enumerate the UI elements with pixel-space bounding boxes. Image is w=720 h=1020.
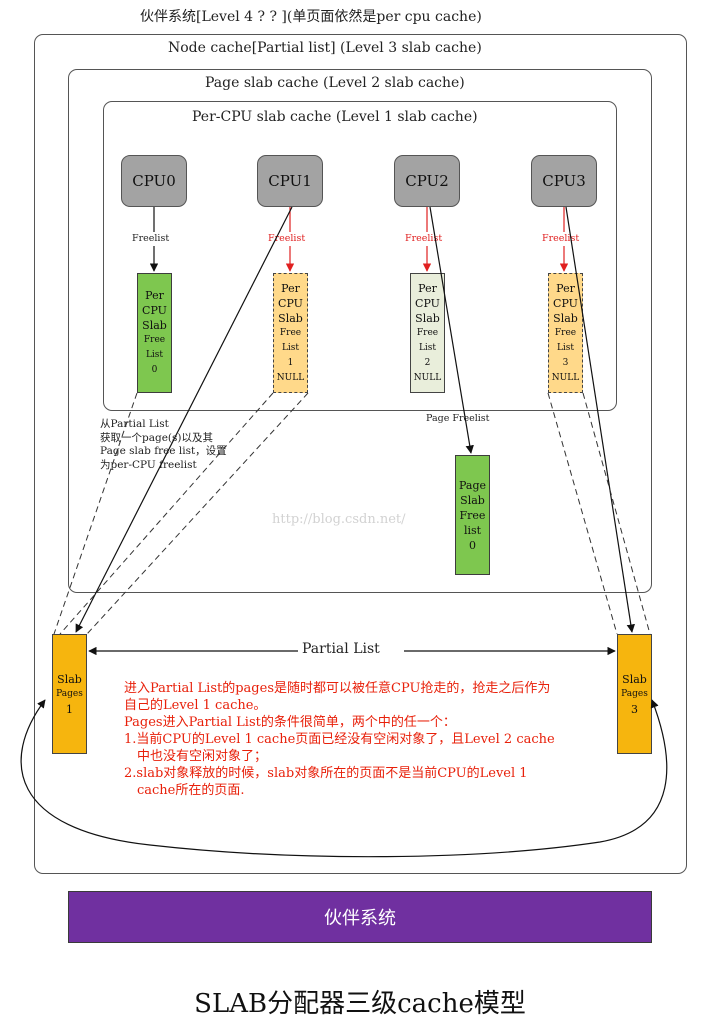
slab-text: Slab xyxy=(142,319,167,332)
slab-text: Free xyxy=(279,327,302,338)
buddy-level-title: 伙伴系统[Level 4 ? ? ](单页面依然是per cpu cache) xyxy=(140,9,482,25)
slab-text: Per xyxy=(145,289,164,302)
slab-text: Free xyxy=(554,327,577,338)
per-cpu-slab-free-list: Per CPU Slab Free List 2 NULL xyxy=(410,273,445,393)
slab-text: 0 xyxy=(469,538,476,552)
buddy-system-bar: 伙伴系统 xyxy=(68,891,652,943)
slab-text: Slab xyxy=(622,672,647,686)
partial-list-slab-pages: Slab Pages 1 xyxy=(52,634,87,754)
slab-text: NULL xyxy=(551,372,580,383)
note-line: 2.slab对象释放的时候，slab对象所在的页面不是当前CPU的Level 1 xyxy=(124,766,528,781)
slab-text: list xyxy=(463,523,482,537)
slab-text: List xyxy=(145,350,164,360)
dashed-projection xyxy=(59,392,274,635)
partial-list-fetch-note: 从Partial List 获取一个page(s)以及其 Page slab f… xyxy=(100,418,227,472)
page-slab-cache-title: Page slab cache (Level 2 slab cache) xyxy=(205,75,465,91)
page-freelist-arrow xyxy=(429,206,474,454)
cpu-box: CPU0 xyxy=(121,155,187,207)
slab-text: CPU xyxy=(553,296,578,310)
slab-text: 3 xyxy=(631,702,638,716)
slab-text: Pages xyxy=(621,688,648,699)
note-line: 进入Partial List的pages是随时都可以被任意CPU抢走的，抢走之后… xyxy=(124,681,551,696)
partial-list-rules-note: 进入Partial List的pages是随时都可以被任意CPU抢走的，抢走之后… xyxy=(124,680,555,799)
slab-text: 3 xyxy=(562,357,569,368)
page-freelist-label: Page Freelist xyxy=(426,413,490,424)
note-line: 中也没有空闲对象了； xyxy=(137,749,268,764)
note-line: Pages进入Partial List的条件很简单，两个中的任一个： xyxy=(124,715,456,730)
cpu-label: CPU1 xyxy=(268,172,312,190)
slab-text: Per xyxy=(556,281,575,295)
partial-list-label: Partial List xyxy=(300,641,382,657)
cpu-box: CPU3 xyxy=(531,155,597,207)
freelist-label: Freelist xyxy=(132,233,170,244)
note-line: Page slab free list，设置 xyxy=(100,445,227,457)
slab-text: Slab xyxy=(415,311,440,325)
slab-text: Free xyxy=(416,327,439,338)
slab-text: Slab xyxy=(278,311,303,325)
slab-text: 0 xyxy=(151,365,158,375)
freelist-label: Freelist xyxy=(268,233,306,244)
page-slab-free-list: Page Slab Free list 0 xyxy=(455,455,490,575)
cpu-label: CPU3 xyxy=(542,172,586,190)
slab-text: 2 xyxy=(424,357,431,368)
partial-list-slab-pages: Slab Pages 3 xyxy=(617,634,652,754)
per-cpu-cache-frame xyxy=(103,101,617,411)
slab-text: Free xyxy=(459,508,486,522)
slab-text: List xyxy=(418,342,437,353)
dashed-projection xyxy=(86,392,309,635)
slab-text: Slab xyxy=(57,672,82,686)
slab-text: CPU xyxy=(142,304,167,317)
slab-text: Page xyxy=(458,478,487,492)
per-cpu-cache-title: Per-CPU slab cache (Level 1 slab cache) xyxy=(192,109,478,125)
slab-text: Per xyxy=(418,281,437,295)
slab-text: 1 xyxy=(287,357,294,368)
slab-text: NULL xyxy=(276,372,305,383)
slab-text: Free xyxy=(143,335,166,345)
partial-list-fetch-arrow xyxy=(565,206,635,633)
partial-list-fetch-arrow xyxy=(75,206,293,633)
figure-caption: SLAB分配器三级cache模型 xyxy=(194,989,526,1019)
per-cpu-slab-free-list: Per CPU Slab Free List 0 xyxy=(137,273,172,393)
note-line: 从Partial List xyxy=(100,418,169,430)
cpu-label: CPU0 xyxy=(132,172,176,190)
cpu-box: CPU2 xyxy=(394,155,460,207)
per-cpu-slab-free-list: Per CPU Slab Free List 3 NULL xyxy=(548,273,583,393)
slab-text: 1 xyxy=(66,702,73,716)
slab-text: List xyxy=(556,342,575,353)
slab-text: Slab xyxy=(460,493,485,507)
cpu-label: CPU2 xyxy=(405,172,449,190)
dashed-projection xyxy=(582,392,651,635)
cpu-box: CPU1 xyxy=(257,155,323,207)
buddy-system-label: 伙伴系统 xyxy=(324,908,396,929)
watermark: http://blog.csdn.net/ xyxy=(272,512,406,527)
note-line: 为per-CPU freelist xyxy=(100,458,197,471)
slab-text: NULL xyxy=(413,372,442,383)
slab-text: CPU xyxy=(278,296,303,310)
partial-list-loop xyxy=(20,699,668,858)
slab-text: Per xyxy=(281,281,300,295)
slab-text: List xyxy=(281,342,300,353)
per-cpu-slab-free-list: Per CPU Slab Free List 1 NULL xyxy=(273,273,308,393)
note-line: cache所在的页面. xyxy=(137,783,245,798)
note-line: 获取一个page(s)以及其 xyxy=(100,431,213,444)
slab-text: Pages xyxy=(56,688,83,699)
note-line: 1.当前CPU的Level 1 cache页面已经没有空闲对象了，且Level … xyxy=(124,732,555,747)
freelist-label: Freelist xyxy=(405,233,443,244)
slab-text: CPU xyxy=(415,296,440,310)
node-cache-title: Node cache[Partial list] (Level 3 slab c… xyxy=(168,40,482,56)
dashed-projection xyxy=(547,392,618,635)
slab-text: Slab xyxy=(553,311,578,325)
dashed-projection xyxy=(53,392,138,635)
freelist-label: Freelist xyxy=(542,233,580,244)
